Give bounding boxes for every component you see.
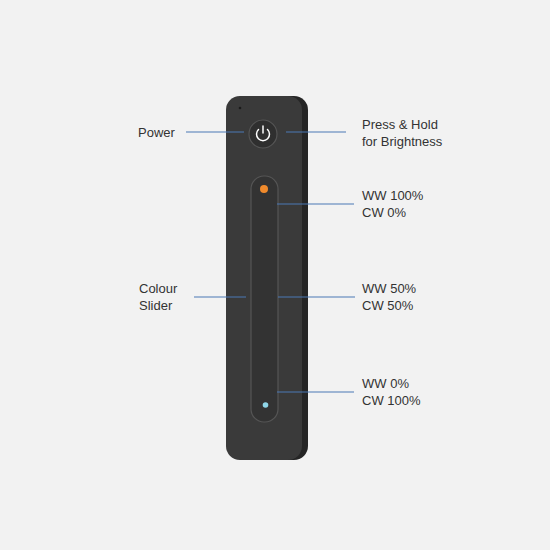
- leader-line: [277, 392, 354, 393]
- callout-label: WW 100% CW 0%: [362, 187, 428, 221]
- leader-line: [286, 132, 346, 133]
- slider-line: [264, 194, 266, 400]
- leader-lines: [186, 132, 355, 392]
- power-icon: [262, 126, 264, 133]
- cool-dot: [263, 402, 269, 408]
- remote-body: [226, 96, 302, 460]
- callout-label: WW 0% CW 100%: [362, 375, 428, 409]
- callout-label: Press & Hold for Brightness: [362, 116, 448, 150]
- power-button: [249, 120, 277, 148]
- indicator-dot: [239, 107, 242, 110]
- leader-line: [278, 297, 355, 298]
- slider-track: [251, 176, 278, 422]
- warm-dot: [260, 185, 268, 193]
- callout-label: Colour Slider: [139, 280, 189, 314]
- callout-label: Power: [138, 124, 198, 141]
- callout-label: WW 50% CW 50%: [362, 280, 428, 314]
- leader-line: [277, 204, 354, 205]
- leader-line: [194, 297, 246, 298]
- leader-line: [186, 132, 244, 133]
